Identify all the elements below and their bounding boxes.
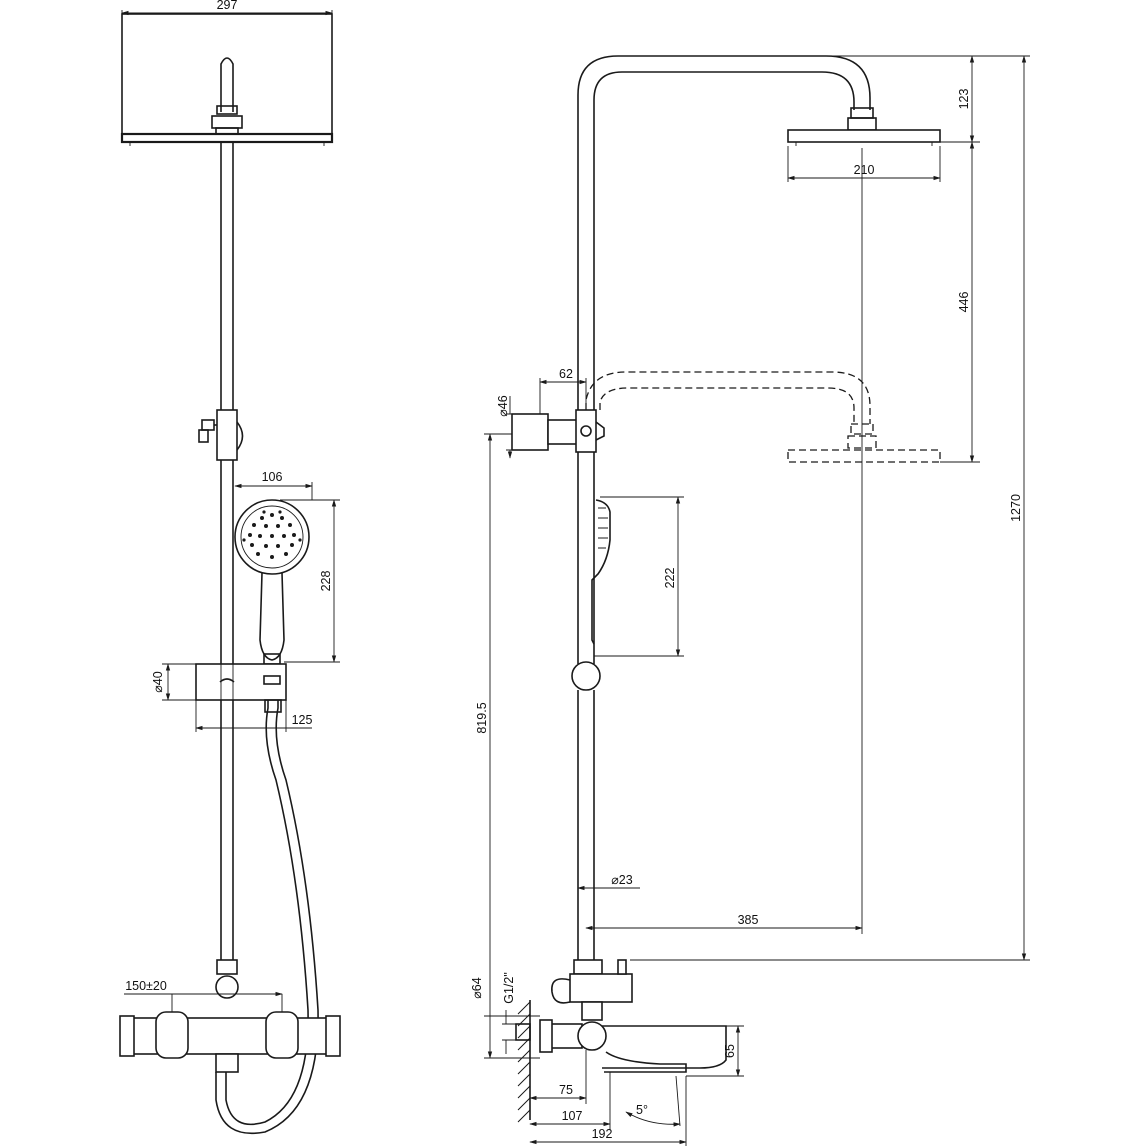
dim-210: 210 <box>854 163 875 177</box>
front-shower-rail <box>220 142 234 960</box>
dim-75: 75 <box>559 1083 573 1097</box>
side-wall-hatch <box>517 1000 531 1123</box>
side-dim-spout-height: 65 <box>686 1025 744 1077</box>
side-shower-rail <box>571 452 601 960</box>
dim-297: 297 <box>217 0 238 12</box>
front-hand-shower-holder <box>195 663 287 701</box>
front-dim-handshower-height: 228 <box>280 499 340 663</box>
side-wall-bracket <box>511 409 605 453</box>
side-dim-head-drop: 123 <box>830 55 980 143</box>
side-shower-arm-lowered <box>585 371 941 463</box>
side-dim-handshower-height: 222 <box>594 496 684 657</box>
dim-385: 385 <box>738 913 759 927</box>
side-shower-arm-raised <box>577 55 941 410</box>
dim-123: 123 <box>957 89 971 110</box>
dim-62: 62 <box>559 367 573 381</box>
front-height-bracket <box>198 409 244 461</box>
side-hand-shower <box>591 499 611 645</box>
dim-phi40: ⌀40 <box>151 671 165 692</box>
dim-446: 446 <box>957 292 971 313</box>
side-dim-bracket-diameter: ⌀46 <box>496 395 512 458</box>
side-dim-spout-angle: 5° <box>625 1075 681 1127</box>
spray-nozzles <box>242 510 302 559</box>
side-dim-spout-reach: 192 <box>529 1076 687 1146</box>
side-dim-flange-diameter: ⌀64 <box>470 977 540 1059</box>
dim-phi64: ⌀64 <box>470 977 484 998</box>
dim-106: 106 <box>262 470 283 484</box>
front-dim-handshower-width: 106 <box>234 470 313 500</box>
front-view <box>119 13 341 1134</box>
side-dim-total-height: 1270 <box>630 55 1030 961</box>
dim-phi23: ⌀23 <box>611 873 632 887</box>
side-dim-mixer-to-bracket: 819.5 <box>475 433 512 1059</box>
dim-222: 222 <box>663 568 677 589</box>
front-dim-inlet-spacing: 150±20 <box>124 979 283 1012</box>
side-dim-wall-offset: 75 <box>529 1050 587 1104</box>
side-view <box>511 55 941 1123</box>
front-dim-holder-diameter: ⌀40 <box>151 663 196 701</box>
dim-1270: 1270 <box>1009 494 1023 522</box>
front-shower-hose <box>215 699 319 1134</box>
side-mixer-body <box>515 959 727 1073</box>
side-dim-bracket-offset: 62 <box>539 367 587 414</box>
dim-5deg: 5° <box>636 1103 648 1117</box>
dim-125: 125 <box>292 713 313 727</box>
dim-65: 65 <box>723 1044 737 1058</box>
front-dim-holder-offset: 125 <box>195 700 313 732</box>
side-dim-pipe-diameter: ⌀23 <box>577 873 640 891</box>
side-dim-head-adjust: 446 <box>940 141 980 463</box>
side-dim-arm-reach: 385 <box>585 148 863 934</box>
front-overhead-shower-head <box>120 13 334 146</box>
dim-107: 107 <box>562 1109 583 1123</box>
front-hand-shower <box>234 499 310 665</box>
dim-192: 192 <box>592 1127 613 1141</box>
front-thermostatic-mixer <box>119 959 341 1073</box>
dim-819-5: 819.5 <box>475 702 489 733</box>
dim-150pm20: 150±20 <box>125 979 167 993</box>
front-dim-head-width: 297 <box>121 0 333 18</box>
dim-228: 228 <box>319 571 333 592</box>
dim-g1-2: G1/2" <box>502 972 516 1004</box>
side-dim-thread: G1/2" <box>502 972 516 1054</box>
side-dim-mixer-depth: 107 <box>529 1072 611 1130</box>
side-dim-head-width: 210 <box>787 146 941 182</box>
dim-phi46: ⌀46 <box>496 395 510 416</box>
